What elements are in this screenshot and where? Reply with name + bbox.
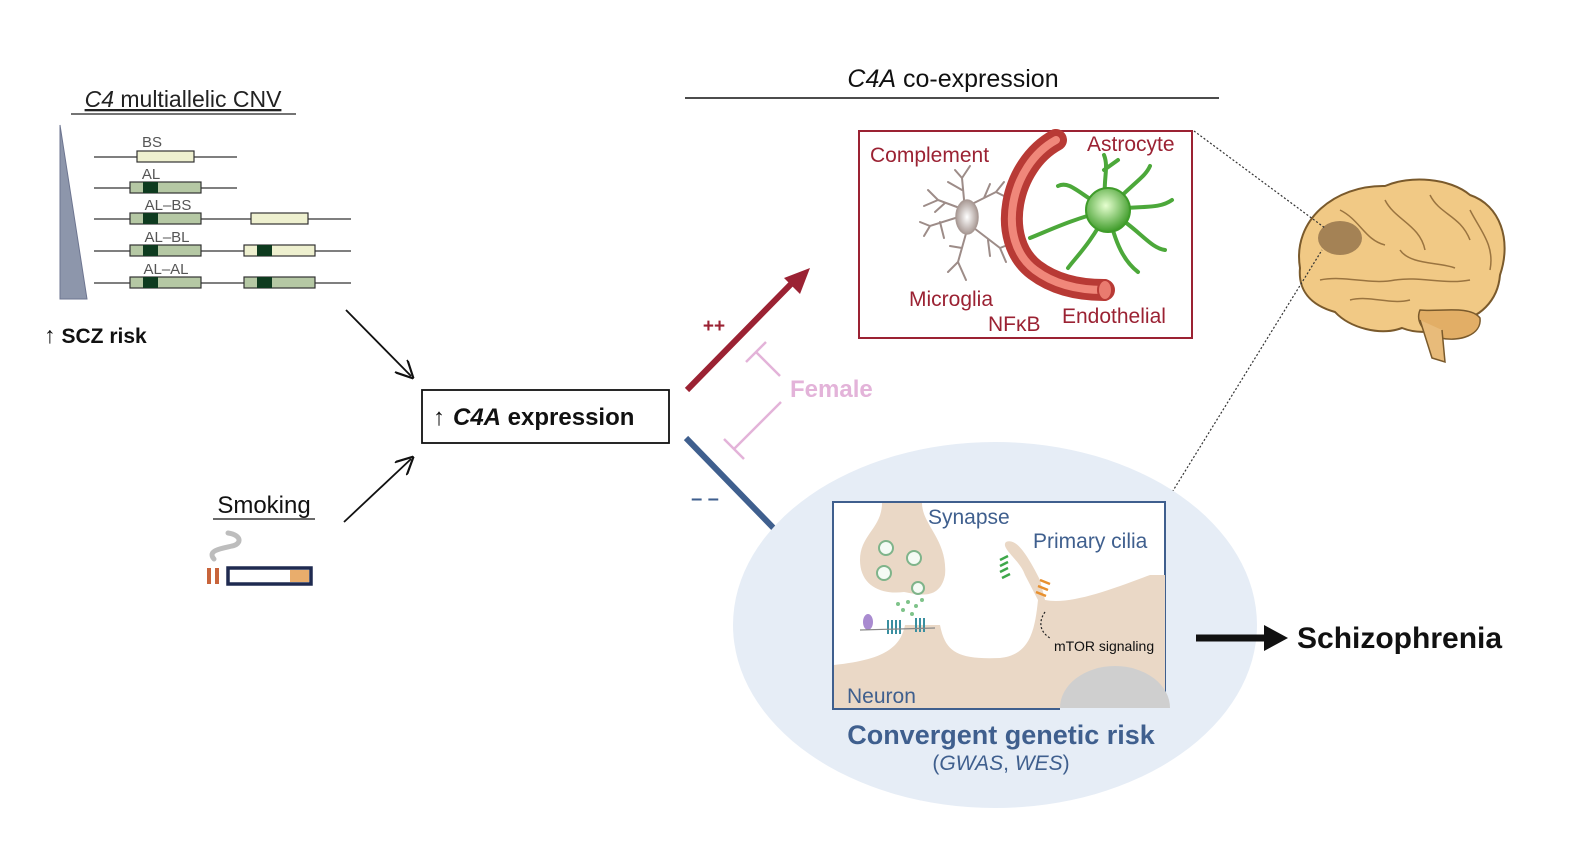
allele-label-al-bl: AL–BL	[144, 229, 189, 246]
allele-label-al: AL	[142, 166, 160, 183]
smoking-label: Smoking	[217, 492, 310, 519]
inhibit-bar	[745, 341, 767, 363]
astrocyte-icon	[1028, 153, 1174, 274]
gene-segment	[129, 244, 202, 257]
nfkb-label: NFκB	[988, 313, 1041, 336]
cnv-title-rest: multiallelic CNV	[114, 86, 282, 112]
gene-segment	[129, 276, 202, 289]
cilium-receptors	[999, 554, 1051, 598]
allele-al-bs: AL–BS	[94, 197, 351, 225]
smoke-icon	[209, 530, 242, 562]
c4a-gene-name: C4A	[453, 404, 501, 431]
c4a-expression-box: ↑ C4A expression	[421, 389, 670, 444]
allele-al: AL	[94, 166, 237, 194]
coexpression-rest: co-expression	[896, 65, 1059, 93]
inhibit-bar	[723, 438, 745, 460]
vessel-lumen	[1097, 279, 1113, 301]
smoking-panel: Smoking	[207, 492, 315, 586]
upregulated-pathways-box: Complement Astrocyte Microglia NFκB Endo…	[858, 129, 1193, 339]
allele-label-bs: BS	[142, 134, 162, 151]
mtor-label: mTOR signaling	[1054, 638, 1154, 654]
allele-al-al: AL–AL	[94, 261, 351, 289]
astrocyte-label: Astrocyte	[1087, 133, 1175, 156]
separator: ,	[1003, 752, 1015, 775]
cnv-title-gene: C4	[85, 86, 114, 112]
female-label: Female	[790, 376, 873, 403]
gene-segment	[136, 150, 195, 163]
arrowhead	[784, 268, 810, 294]
downregulated-pathways-box: Synapse Primary cilia mTOR signaling Neu…	[832, 501, 1170, 753]
paren-close: )	[1063, 752, 1070, 775]
scz-risk-text: SCZ risk	[62, 325, 148, 348]
c4a-expression-label: ↑ C4A expression	[433, 404, 634, 431]
microglia-label: Microglia	[909, 288, 993, 311]
allele-label-al-bs: AL–BS	[145, 197, 192, 214]
gene-segment	[250, 212, 309, 225]
expression-word: expression	[501, 404, 634, 431]
brain-icon	[1298, 178, 1506, 364]
synapse-label: Synapse	[928, 506, 1010, 529]
primary-cilia-label: Primary cilia	[1033, 530, 1148, 553]
smoking-to-expression-arrow	[343, 459, 411, 523]
coexpression-gene: C4A	[847, 65, 896, 93]
herv-insert	[257, 245, 272, 256]
complement-label: Complement	[870, 144, 989, 167]
gene-segment	[129, 212, 202, 225]
outcome: Schizophrenia	[1196, 622, 1502, 655]
highlighted-region	[1318, 221, 1362, 255]
coexpression-header: C4A co-expression	[685, 65, 1219, 99]
cnv-title: C4 multiallelic CNV	[85, 86, 282, 112]
connector-down-box	[1165, 249, 1323, 503]
allele-al-bl: AL–BL	[94, 229, 351, 257]
scz-risk-label: ↑ SCZ risk	[44, 322, 147, 348]
up-arrow-icon: ↑	[44, 322, 56, 348]
allele-label-al-al: AL–AL	[143, 261, 188, 278]
neuron-label: Neuron	[847, 685, 916, 708]
cnv-to-expression-arrow	[345, 309, 411, 376]
vesicles	[876, 540, 925, 595]
schizophrenia-label: Schizophrenia	[1297, 622, 1502, 655]
female-modifier: Female	[723, 341, 873, 460]
gene-segment	[243, 276, 316, 289]
endothelial-label: Endothelial	[1062, 305, 1166, 328]
wes-label: WES	[1015, 752, 1063, 775]
herv-insert	[257, 277, 272, 288]
herv-insert	[143, 213, 158, 224]
herv-insert	[143, 245, 158, 256]
gene-segment	[129, 181, 202, 194]
convergent-risk-subtitle: (GWAS, WES)	[932, 752, 1069, 775]
negative-sign: – –	[691, 488, 719, 510]
herv-insert	[143, 277, 158, 288]
cnv-panel: C4 multiallelic CNV BS AL AL–BS AL–BL	[44, 86, 351, 348]
receptors	[859, 614, 936, 634]
brainstem	[1419, 319, 1446, 364]
allele-bs: BS	[94, 134, 237, 163]
neuron-body	[834, 541, 1165, 708]
gwas-label: GWAS	[939, 752, 1003, 775]
herv-insert	[143, 182, 158, 193]
outcome-arrowhead	[1264, 625, 1288, 651]
cigarette-icon	[207, 530, 313, 586]
neurotransmitters	[896, 598, 924, 616]
connector-up-box	[1193, 130, 1326, 229]
up-arrow-icon: ↑	[433, 404, 445, 431]
coexpression-title: C4A co-expression	[847, 65, 1058, 93]
convergent-risk-title: Convergent genetic risk	[847, 720, 1156, 750]
positive-sign: ++	[703, 316, 725, 337]
upregulation-arrow: ++	[684, 268, 810, 393]
copy-number-gradient-triangle	[59, 124, 88, 300]
gene-segment	[243, 244, 316, 257]
paren-open: (	[932, 752, 939, 775]
blood-vessel-highlight	[1007, 136, 1108, 294]
nucleus-mask	[1060, 708, 1170, 753]
